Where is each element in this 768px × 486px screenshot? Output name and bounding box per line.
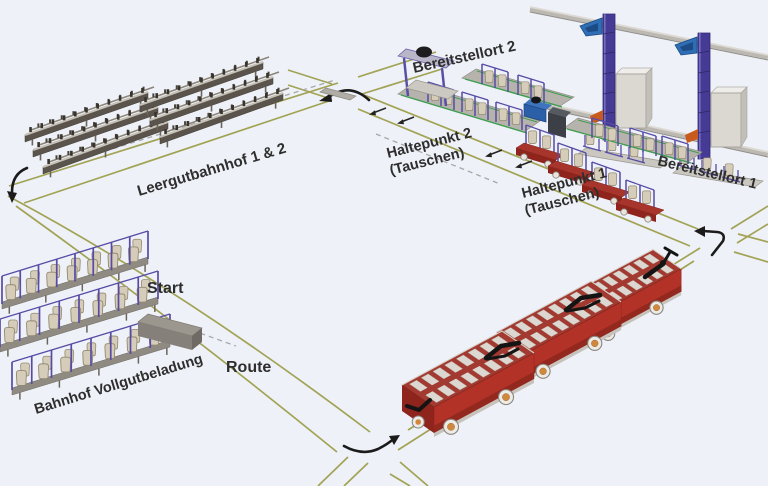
train-wagon <box>496 280 622 381</box>
train-wagon <box>401 330 535 437</box>
bag-rack <box>517 74 545 103</box>
overhead-rails <box>529 6 768 158</box>
arrowhead-icon <box>319 93 332 102</box>
arrowhead-icon <box>7 191 17 203</box>
arrowhead-icon <box>389 435 400 445</box>
blue-machine <box>523 96 571 138</box>
swap-wagon <box>615 179 665 223</box>
route-direction-tick <box>369 107 387 116</box>
straight-arrow-bottom-crossing <box>342 439 393 454</box>
coupling-rear <box>405 398 432 412</box>
bag-rack <box>481 63 509 92</box>
leergut-wagon <box>159 87 290 148</box>
bag-rack <box>495 101 523 130</box>
route-direction-tick <box>485 149 503 158</box>
train-couplings <box>405 246 679 412</box>
direction-ticks <box>369 107 533 169</box>
direction-arrows <box>7 89 726 454</box>
leergut-wagons <box>24 56 290 178</box>
leergut-wagon <box>149 71 280 131</box>
bag-rack <box>461 91 489 120</box>
bag-rack <box>629 127 657 156</box>
coupling-2b <box>565 299 601 313</box>
vollgut-station <box>0 230 171 400</box>
arrowhead-icon <box>694 226 705 237</box>
bag-racks <box>427 63 689 164</box>
gantry-motor <box>416 46 432 58</box>
leergut-wagon <box>24 86 155 146</box>
label-start: Start <box>147 280 184 297</box>
swap-wagon <box>581 161 631 205</box>
coupling-1b <box>485 347 520 361</box>
coupling-2 <box>563 292 603 313</box>
label-route: Route <box>226 359 271 376</box>
leergut-wagon <box>139 56 270 116</box>
bag-rack <box>591 117 619 146</box>
swap-wagon <box>547 142 597 186</box>
coupling-1 <box>483 340 522 361</box>
loading-gantry <box>397 46 459 107</box>
route-direction-tick <box>515 160 533 169</box>
haltepunkt-swap-wagons <box>515 124 665 223</box>
vollgut-rack-row <box>1 230 149 314</box>
vollgut-rack-row <box>11 313 171 400</box>
drawbar-handle <box>642 261 666 280</box>
turn-arrow-left-corner <box>10 166 29 194</box>
vollgut-rack-row <box>0 270 159 357</box>
route-direction-tick <box>397 116 415 125</box>
vollgut-dock <box>137 313 203 350</box>
bag-rack <box>661 135 689 164</box>
turn-arrow-right-crossing <box>701 229 726 257</box>
parked-cart <box>319 87 357 101</box>
